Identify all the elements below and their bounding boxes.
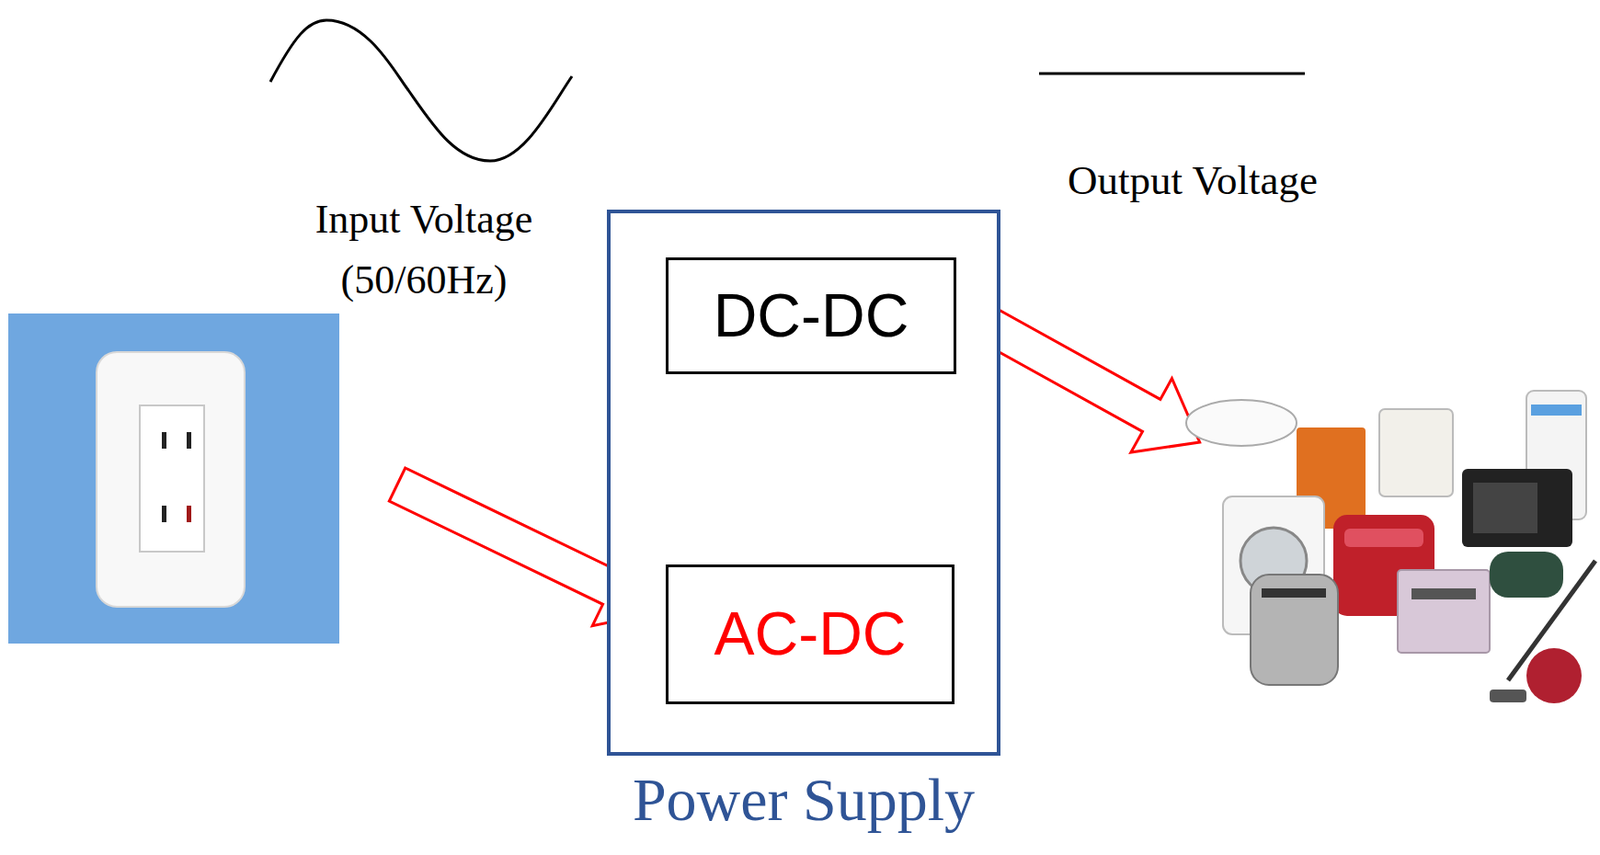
output-arrow <box>965 286 1221 480</box>
outlet-slot <box>161 432 167 449</box>
power-supply-box: Power SupplyDC-DCAC-DC <box>606 209 1001 756</box>
outlet-slot <box>186 505 192 523</box>
outlet-slot <box>186 432 192 449</box>
outlet-slot <box>161 505 167 523</box>
converter-box: AC-DC <box>665 564 955 705</box>
box-label: DC-DC <box>713 281 910 352</box>
converter-box: DC-DC <box>665 257 957 375</box>
dc-line <box>1039 72 1305 76</box>
box-label: AC-DC <box>714 599 907 670</box>
input-voltage-label: Input Voltage (50/60Hz) <box>272 189 576 311</box>
sine-wave <box>270 20 572 161</box>
output-voltage-label: Output Voltage <box>1067 149 1318 211</box>
outlet-background <box>8 313 340 644</box>
outlet-plate <box>96 352 245 607</box>
outlet-frame <box>139 405 205 552</box>
appliances <box>1186 390 1596 704</box>
box-heading: Power Supply <box>632 765 975 835</box>
